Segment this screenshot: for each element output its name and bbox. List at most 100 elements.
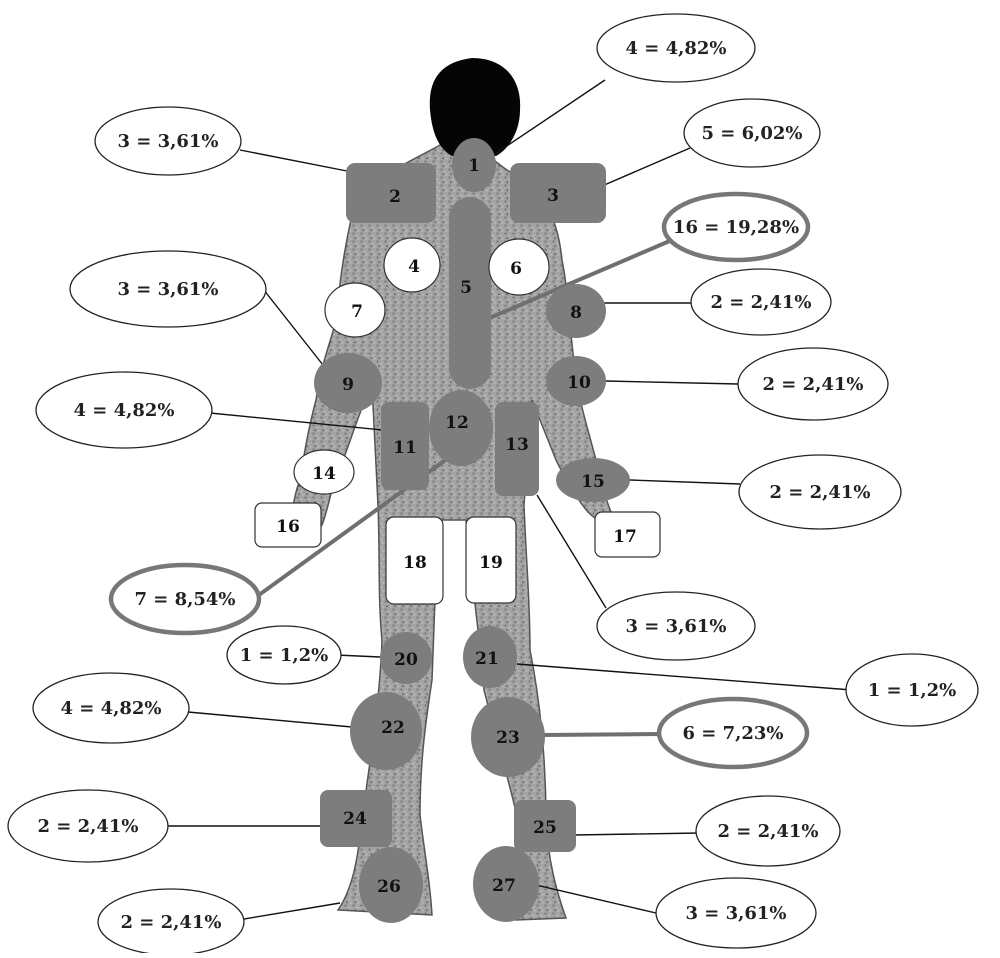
region-11: 11 <box>381 402 429 490</box>
region-19: 19 <box>465 516 517 604</box>
leader-line-region-15 <box>629 479 741 485</box>
callout-region-23: 6 = 7,23% <box>656 696 810 770</box>
region-21: 21 <box>463 626 517 688</box>
callout-region-2: 3 = 3,61% <box>94 106 242 176</box>
region-18-shape <box>385 516 444 605</box>
region-6: 6 <box>488 238 550 296</box>
region-4: 4 <box>383 237 441 293</box>
region-20: 20 <box>380 632 432 684</box>
region-18-label: 18 <box>403 553 427 573</box>
callout-region-1-bubble <box>596 13 756 83</box>
callout-region-20-bubble <box>226 625 342 685</box>
region-16-label: 16 <box>276 517 300 537</box>
leader-line-region-11 <box>199 411 384 431</box>
region-21-label: 21 <box>475 649 499 669</box>
callout-region-25-bubble <box>695 795 841 867</box>
region-24-shape <box>320 790 392 847</box>
callout-region-11-label: 4 = 4,82% <box>73 400 174 421</box>
region-7: 7 <box>324 282 386 338</box>
region-27-shape <box>473 846 539 922</box>
callout-region-22-label: 4 = 4,82% <box>60 698 161 719</box>
callout-region-10-bubble <box>737 347 889 421</box>
callout-region-20: 1 = 1,2% <box>226 625 342 685</box>
region-2: 2 <box>346 163 436 223</box>
region-12: 12 <box>429 390 493 466</box>
callout-region-21-label: 1 = 1,2% <box>868 680 957 701</box>
callout-region-15: 2 = 2,41% <box>738 454 902 530</box>
callout-region-1-label: 4 = 4,82% <box>625 38 726 59</box>
callout-region-23-bubble <box>656 696 810 770</box>
leader-line-region-13 <box>536 494 607 609</box>
callout-region-1: 4 = 4,82% <box>596 13 756 83</box>
callout-region-15-label: 2 = 2,41% <box>769 482 870 503</box>
region-5-label: 5 <box>460 278 472 298</box>
region-1: 1 <box>452 138 496 192</box>
region-27-label: 27 <box>492 876 516 896</box>
region-14-label: 14 <box>312 464 336 484</box>
callout-region-27-bubble <box>655 877 817 949</box>
leader-line-region-27 <box>535 884 657 914</box>
region-8: 8 <box>546 284 606 338</box>
callout-region-26-label: 2 = 2,41% <box>120 912 221 933</box>
leader-line-region-23 <box>541 732 661 737</box>
callout-region-27: 3 = 3,61% <box>655 877 817 949</box>
callout-region-8: 2 = 2,41% <box>690 268 832 336</box>
region-5: 5 <box>449 197 491 389</box>
callout-region-8-label: 2 = 2,41% <box>710 292 811 313</box>
region-15-shape <box>556 458 630 502</box>
callout-region-10: 2 = 2,41% <box>737 347 889 421</box>
region-15-label: 15 <box>581 472 605 492</box>
region-17: 17 <box>594 511 661 558</box>
callout-region-8-bubble <box>690 268 832 336</box>
region-9-label: 9 <box>342 375 354 395</box>
leader-line-region-1 <box>485 79 606 161</box>
region-22-shape <box>350 692 422 770</box>
region-20-label: 20 <box>394 650 418 670</box>
region-14-shape <box>293 449 355 495</box>
callout-region-11: 4 = 4,82% <box>35 371 213 449</box>
leader-line-region-12 <box>250 438 475 602</box>
region-1-label: 1 <box>468 156 480 176</box>
callout-region-13-label: 3 = 3,61% <box>625 616 726 637</box>
region-25-label: 25 <box>533 818 557 838</box>
callout-region-21: 1 = 1,2% <box>845 653 979 727</box>
region-23: 23 <box>471 697 545 777</box>
leader-line-region-9 <box>255 279 324 366</box>
callout-region-3-bubble <box>683 98 821 168</box>
region-11-label: 11 <box>393 438 417 458</box>
region-8-label: 8 <box>570 303 582 323</box>
region-19-shape <box>465 516 517 604</box>
region-19-label: 19 <box>479 553 503 573</box>
leader-line-region-25 <box>572 832 701 836</box>
region-8-shape <box>546 284 606 338</box>
leader-line-region-21 <box>516 663 853 691</box>
region-7-label: 7 <box>351 302 363 322</box>
callout-region-3-label: 5 = 6,02% <box>701 123 802 144</box>
region-11-shape <box>381 402 429 490</box>
region-21-shape <box>463 626 517 688</box>
region-16: 16 <box>254 502 322 548</box>
region-23-label: 23 <box>496 728 520 748</box>
head-shape <box>429 58 521 156</box>
region-9: 9 <box>314 353 382 413</box>
region-15: 15 <box>556 458 630 502</box>
callout-region-12: 7 = 8,54% <box>108 562 262 636</box>
leader-line-region-22 <box>187 711 353 728</box>
region-14: 14 <box>293 449 355 495</box>
leader-lines <box>168 79 853 922</box>
region-24-label: 24 <box>343 809 367 829</box>
leader-line-region-26 <box>231 902 341 922</box>
region-2-shape <box>346 163 436 223</box>
callout-region-5-label: 16 = 19,28% <box>673 217 799 238</box>
callout-region-20-label: 1 = 1,2% <box>240 645 329 666</box>
region-3-shape <box>510 163 606 223</box>
callout-region-22-bubble <box>32 672 190 744</box>
region-6-label: 6 <box>510 259 522 279</box>
callout-region-22: 4 = 4,82% <box>32 672 190 744</box>
region-26: 26 <box>359 847 423 923</box>
leader-line-region-10 <box>604 380 739 385</box>
region-4-shape <box>383 237 441 293</box>
callout-region-25-label: 2 = 2,41% <box>717 821 818 842</box>
region-13-label: 13 <box>505 435 529 455</box>
